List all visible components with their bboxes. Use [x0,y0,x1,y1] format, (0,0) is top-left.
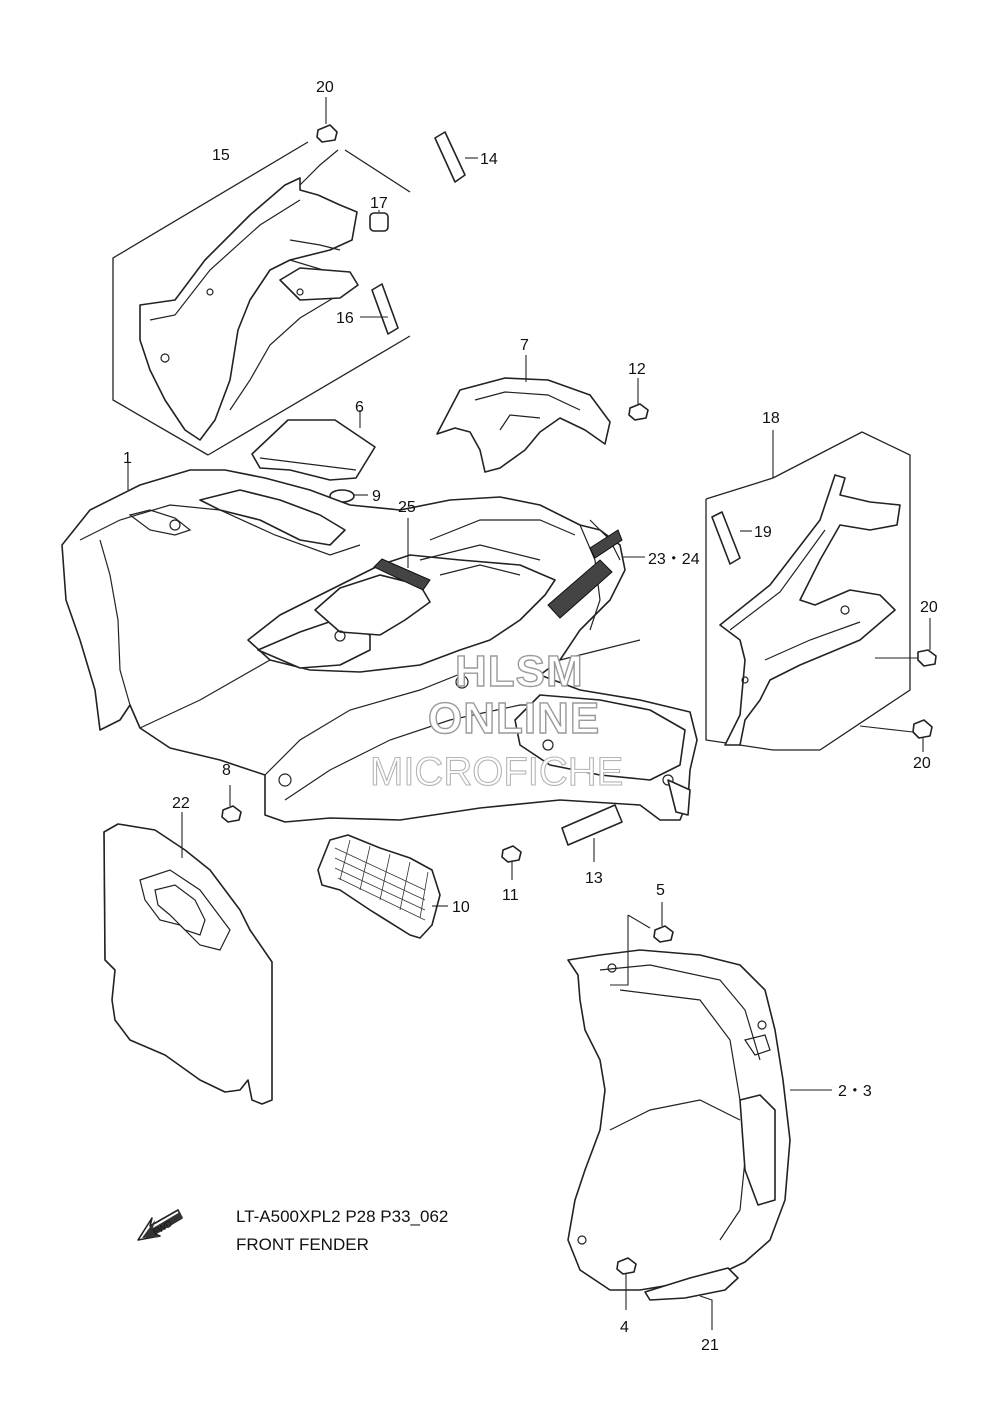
watermark: HLSM ONLINE MICROFICHE [369,646,623,794]
part-17-collar [369,210,389,232]
part-7-center-cover [436,355,611,473]
part-1-front-fender [61,462,698,823]
callout-25: 25 [398,499,416,516]
callout-8: 8 [222,762,231,779]
part-18-side-panel [719,474,901,746]
callout-20-right: 20 [920,599,938,616]
subassembly-box-15 [112,141,411,456]
callout-14: 14 [480,151,498,168]
callout-23-24: 23・24 [648,551,700,568]
callout-20-top: 20 [316,79,334,96]
callout-10: 10 [452,899,470,916]
callouts: 20 15 14 17 16 7 12 6 18 1 9 25 19 23・24… [123,79,938,1354]
part-14-block [434,131,478,183]
part-13-strip [561,804,623,862]
part-8-screw [221,785,242,823]
callout-5: 5 [656,882,665,899]
part-2-3-inner-fender [567,914,832,1291]
callout-17: 17 [370,195,388,212]
part-19-block [711,511,752,565]
part-12-nut [628,378,649,421]
callout-4: 4 [620,1319,629,1336]
callout-1: 1 [123,450,132,467]
callout-22: 22 [172,795,190,812]
callout-9: 9 [372,488,381,505]
callout-16: 16 [336,310,354,327]
watermark-line-1: HLSM [455,647,584,696]
diagram-title: FRONT FENDER [236,1235,369,1254]
part-15-inner-panel [139,149,359,441]
part-10-mesh-grille [317,834,448,939]
part-20-screw-right [875,618,937,667]
diagram-code: LT-A500XPL2 P28 P33_062 [236,1207,448,1226]
part-5-screw [653,902,674,943]
part-21-trim [644,1267,739,1330]
callout-19: 19 [754,524,772,541]
title-block: LT-A500XPL2 P28 P33_062 FRONT FENDER [236,1207,448,1254]
part-20-bolt-top [316,97,338,143]
fwd-arrow-icon: FWD [137,1209,183,1241]
callout-18: 18 [762,410,780,427]
part-4-screw [616,1257,637,1310]
callout-6: 6 [355,399,364,416]
callout-11: 11 [502,887,519,904]
watermark-line-2: ONLINE [428,694,600,743]
callout-2-3: 2・3 [838,1083,872,1100]
part-20-screw-right-low [859,719,933,752]
callout-7: 7 [520,337,529,354]
callout-12: 12 [628,361,646,378]
watermark-line-3: MICROFICHE [370,750,623,794]
part-22-protector-sheet [103,812,273,1105]
subassembly-box-18 [705,430,911,751]
part-11-screw [501,845,522,880]
callout-15: 15 [212,147,230,164]
part-6-pad [251,410,376,481]
part-16-block [360,283,399,335]
callout-20-right-low: 20 [913,755,931,772]
callout-13: 13 [585,870,603,887]
callout-21: 21 [701,1337,719,1354]
